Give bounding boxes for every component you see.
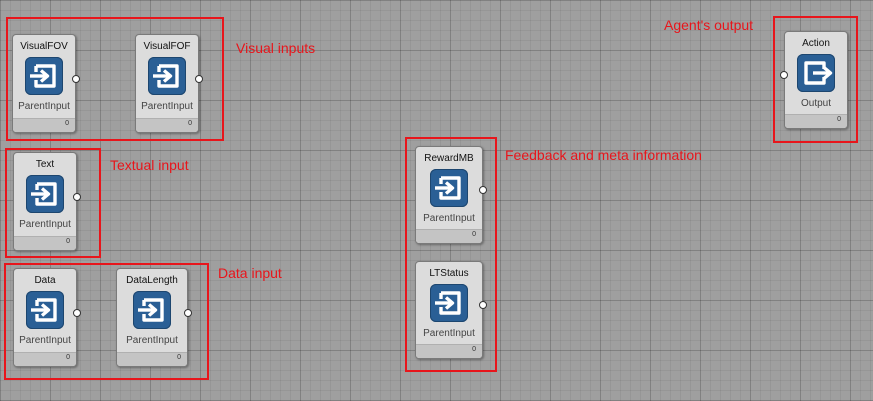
node-subtitle: Output (800, 98, 832, 109)
output-port[interactable] (195, 74, 203, 83)
node-count: 0 (65, 120, 69, 127)
node-title: RewardMB (424, 153, 474, 164)
node-footer: 0 (14, 352, 76, 366)
node-title: Data (34, 275, 56, 286)
node-title: LTStatus (429, 268, 469, 279)
visual-inputs-label: Visual inputs (236, 40, 316, 56)
feedback-label: Feedback and meta information (505, 147, 702, 163)
node-data[interactable]: Data ParentInput 0 (13, 268, 81, 367)
node-footer: 0 (416, 344, 482, 358)
node-subtitle: ParentInput (141, 101, 193, 112)
node-count: 0 (177, 354, 181, 361)
node-footer: 0 (14, 236, 76, 250)
data-input-label: Data input (218, 265, 282, 281)
node-datalength[interactable]: DataLength ParentInput 0 (116, 268, 192, 367)
node-footer: 0 (136, 118, 198, 132)
input-port[interactable] (780, 71, 788, 80)
node-footer: 0 (13, 118, 75, 132)
textual-input-group-box (5, 148, 101, 258)
node-subtitle: ParentInput (18, 101, 70, 112)
node-rewardmb[interactable]: RewardMB ParentInput 0 (415, 146, 487, 244)
node-title: Text (35, 159, 55, 170)
node-subtitle: ParentInput (19, 335, 71, 346)
textual-input-label: Textual input (110, 157, 189, 173)
node-count: 0 (837, 116, 841, 123)
output-port[interactable] (479, 301, 487, 310)
node-count: 0 (188, 120, 192, 127)
data-input-group-box (4, 263, 209, 380)
output-port[interactable] (184, 308, 192, 317)
node-footer: 0 (416, 229, 482, 243)
agent-output-label: Agent's output (664, 17, 754, 33)
node-ltstatus[interactable]: LTStatus ParentInput 0 (415, 261, 487, 359)
input-arrow-icon (430, 284, 468, 322)
input-arrow-icon (133, 291, 171, 329)
output-arrow-icon (797, 54, 835, 92)
input-arrow-icon (148, 57, 186, 95)
node-title: Action (802, 38, 830, 49)
node-visualfof[interactable]: VisualFOF ParentInput 0 (135, 34, 203, 133)
input-arrow-icon (430, 169, 468, 207)
node-footer: 0 (117, 352, 187, 366)
node-visualfov[interactable]: VisualFOV ParentInput 0 (12, 34, 80, 133)
node-count: 0 (472, 346, 476, 353)
node-subtitle: ParentInput (19, 219, 71, 230)
output-port[interactable] (73, 192, 81, 201)
input-arrow-icon (26, 291, 64, 329)
node-action[interactable]: Action Output 0 (780, 31, 848, 129)
agent-output-group-box (773, 16, 858, 143)
node-footer: 0 (785, 114, 847, 128)
visual-inputs-group-box (6, 17, 224, 141)
node-title: VisualFOV (20, 41, 68, 52)
node-subtitle: ParentInput (423, 328, 475, 339)
node-count: 0 (66, 238, 70, 245)
output-port[interactable] (479, 186, 487, 195)
output-port[interactable] (73, 308, 81, 317)
node-subtitle: ParentInput (423, 213, 475, 224)
node-subtitle: ParentInput (126, 335, 178, 346)
node-count: 0 (66, 354, 70, 361)
output-port[interactable] (72, 74, 80, 83)
input-arrow-icon (25, 57, 63, 95)
node-text[interactable]: Text ParentInput 0 (13, 152, 81, 251)
node-title: DataLength (126, 275, 178, 286)
node-title: VisualFOF (143, 41, 191, 52)
node-count: 0 (472, 231, 476, 238)
feedback-group-box (405, 137, 497, 372)
input-arrow-icon (26, 175, 64, 213)
